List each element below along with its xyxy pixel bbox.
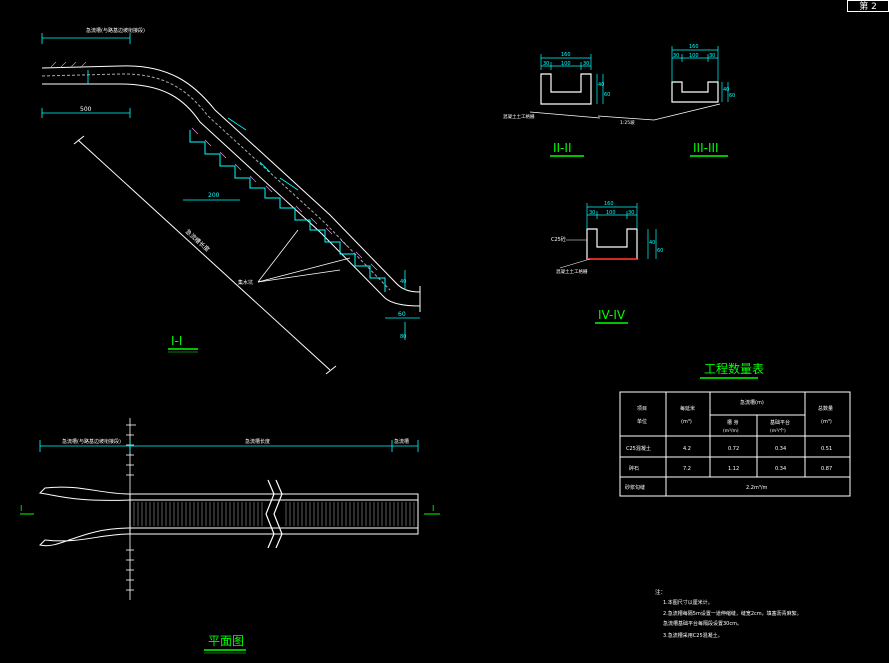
section-III-title: III-III bbox=[690, 141, 728, 157]
quantity-table-title: 工程数量表 bbox=[700, 361, 764, 379]
qt-header-unit-top: 每延米 bbox=[680, 405, 695, 412]
s3-w-mid: 100 bbox=[689, 53, 699, 59]
dim-500-label: 500 bbox=[80, 106, 92, 113]
s3-w-total: 160 bbox=[689, 44, 699, 50]
s2-w-mid: 100 bbox=[561, 61, 571, 67]
svg-text:2.2m³/m: 2.2m³/m bbox=[746, 485, 768, 491]
qt-header-sub-a-unit: (m³/m) bbox=[723, 428, 739, 434]
s4-h1: 40 bbox=[649, 240, 655, 246]
qt-header-sub-a: 槽 身 bbox=[727, 419, 739, 426]
svg-text:工程数量表: 工程数量表 bbox=[704, 361, 764, 376]
notes-heading: 注： bbox=[655, 588, 666, 596]
section-IV-title: IV-IV bbox=[595, 308, 628, 324]
note-item: 2.急流槽每隔5m设置一道伸缩缝，缝宽2cm，填塞沥青麻絮。 bbox=[663, 610, 802, 617]
section-I-top-label: 急流槽(与路基边坡衔接段) bbox=[86, 27, 145, 34]
s4-w-mid: 100 bbox=[606, 210, 616, 216]
section-II-title: II-II bbox=[550, 141, 584, 157]
qt-row: C25混凝土 4.2 0.72 0.34 0.51 bbox=[626, 445, 832, 452]
svg-text:砂浆勾缝: 砂浆勾缝 bbox=[625, 484, 645, 491]
svg-text:IV-IV: IV-IV bbox=[598, 308, 626, 322]
section-IV-dimensions bbox=[586, 203, 657, 259]
collector-label: 集水坑 bbox=[238, 279, 253, 286]
s2-h2: 60 bbox=[604, 92, 610, 98]
section-II-dimensions bbox=[540, 54, 604, 104]
s4-mat-label: C25砼 bbox=[551, 236, 566, 243]
svg-text:平面图: 平面图 bbox=[208, 634, 244, 648]
s2-w-total: 160 bbox=[561, 52, 571, 58]
s3-w-left: 30 bbox=[673, 53, 679, 59]
section-I-title: I-I bbox=[168, 334, 198, 353]
dim-40-label: 40 bbox=[400, 279, 406, 285]
section-I-drawing bbox=[41, 61, 421, 312]
plan-title: 平面图 bbox=[204, 634, 246, 654]
svg-text:4.2: 4.2 bbox=[683, 446, 691, 452]
s4-bed-leader bbox=[559, 258, 591, 269]
note-item: 急流槽基础平台每隔段设置30cm。 bbox=[663, 620, 742, 627]
section-II-drawing bbox=[529, 73, 601, 119]
qt-header-total-unit: (m³) bbox=[821, 419, 832, 425]
plan-right-label: 急流槽 bbox=[394, 438, 409, 445]
s3-slope-label: 1:25坡 bbox=[620, 119, 635, 126]
svg-text:0.87: 0.87 bbox=[821, 466, 832, 472]
dim-80-label: 80 bbox=[400, 334, 406, 340]
qt-header-sub-b-unit: (m³/个) bbox=[770, 428, 786, 434]
svg-text:0.34: 0.34 bbox=[775, 466, 786, 472]
svg-text:III-III: III-III bbox=[693, 141, 719, 155]
plan-grid-axis bbox=[126, 418, 136, 600]
svg-text:0.51: 0.51 bbox=[821, 446, 832, 452]
dim-60-label: 60 bbox=[398, 311, 406, 318]
section-III-dimensions bbox=[671, 46, 729, 102]
note-item: 1.本图尺寸以厘米计。 bbox=[663, 599, 713, 606]
svg-text:0.72: 0.72 bbox=[728, 446, 739, 452]
s2-bed-label: 混凝土土工格栅 bbox=[503, 113, 535, 120]
section-III-drawing bbox=[597, 81, 721, 121]
plan-dimension-line bbox=[39, 440, 419, 452]
qt-header-group: 急流槽(m) bbox=[740, 399, 764, 406]
s4-w-left: 30 bbox=[589, 210, 595, 216]
s2-w-right: 30 bbox=[583, 61, 589, 67]
s4-w-right: 30 bbox=[628, 210, 634, 216]
svg-text:II-II: II-II bbox=[553, 141, 572, 155]
s2-w-left: 30 bbox=[543, 61, 549, 67]
collector-leader bbox=[257, 229, 351, 283]
plan-section-mark-left: I bbox=[20, 504, 22, 513]
svg-text:1.12: 1.12 bbox=[728, 466, 739, 472]
notes-block: 注： 1.本图尺寸以厘米计。 2.急流槽每隔5m设置一道伸缩缝，缝宽2cm，填塞… bbox=[655, 588, 802, 639]
s4-w-total: 160 bbox=[604, 201, 614, 207]
plan-hatch bbox=[133, 502, 415, 526]
s2-h1: 40 bbox=[598, 82, 604, 88]
section-I-dimensions bbox=[41, 33, 420, 340]
s3-h1: 40 bbox=[723, 87, 729, 93]
qt-header-total: 总数量 bbox=[818, 405, 833, 412]
quantity-table-grid bbox=[619, 391, 851, 497]
s4-bed-label: 混凝土土工格栅 bbox=[556, 268, 588, 275]
qt-header-unit: 单位 bbox=[637, 418, 647, 425]
svg-text:碎石: 碎石 bbox=[629, 465, 639, 472]
qt-footer-row: 砂浆勾缝 2.2m³/m bbox=[625, 484, 768, 491]
svg-text:0.34: 0.34 bbox=[775, 446, 786, 452]
qt-row: 碎石 7.2 1.12 0.34 0.87 bbox=[629, 465, 832, 472]
svg-text:C25混凝土: C25混凝土 bbox=[626, 445, 651, 452]
qt-header-item: 项目 bbox=[637, 406, 647, 412]
plan-section-mark-right: I bbox=[432, 504, 434, 513]
qt-header-unit-bot: (m³) bbox=[681, 419, 692, 425]
note-item: 3.急流槽采用C25混凝土。 bbox=[663, 632, 723, 639]
svg-text:I-I: I-I bbox=[171, 334, 182, 348]
section-IV-drawing bbox=[586, 228, 638, 260]
plan-mid-label: 急流槽长度 bbox=[245, 438, 270, 445]
qt-header-sub-b: 基础平台 bbox=[770, 419, 790, 426]
plan-channel bbox=[38, 479, 419, 549]
plan-left-label: 急流槽(与路基边坡衔接段) bbox=[62, 438, 121, 445]
slope-length-dimension bbox=[73, 135, 337, 375]
s4-h2: 60 bbox=[657, 248, 663, 254]
dim-200-label: 200 bbox=[208, 192, 220, 199]
s3-h2: 60 bbox=[729, 93, 735, 99]
svg-text:7.2: 7.2 bbox=[683, 466, 691, 472]
s3-w-right: 30 bbox=[709, 53, 715, 59]
